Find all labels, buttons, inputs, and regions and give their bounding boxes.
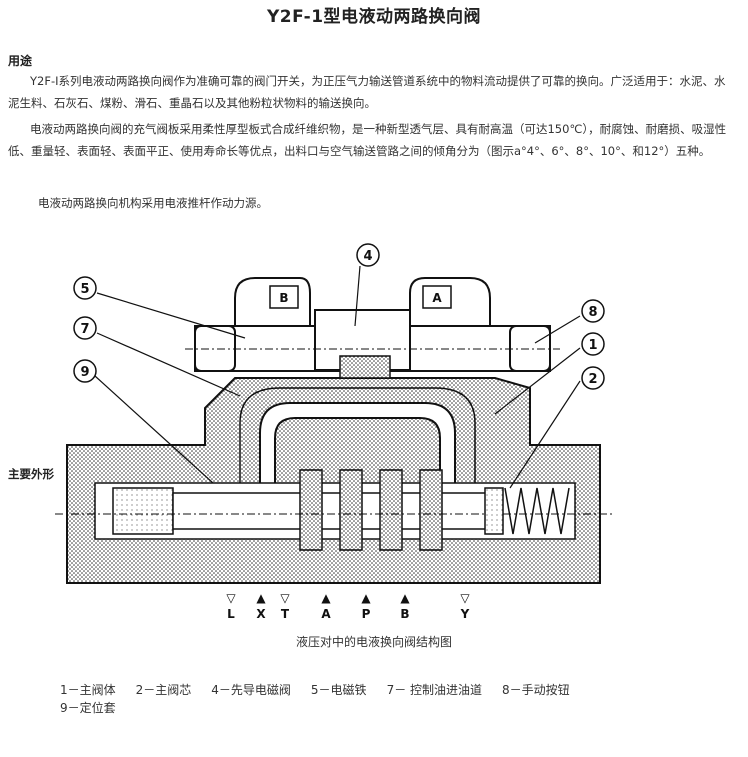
callout-leaders [94,265,581,489]
pilot-solenoid-valve: B A [185,277,560,379]
paragraph-1: Y2F-Ⅰ系列电液动两路换向阀作为准确可靠的阀门开关，为正压气力输送管道系统中的… [8,74,726,110]
legend-item: 5－电磁铁 [310,683,367,697]
port-t-marker: ▽ [280,591,290,605]
callout-5: 5 [80,282,89,297]
legend-item: 9－定位套 [60,701,116,715]
callout-8: 8 [588,305,597,320]
callout-7: 7 [80,322,89,337]
callout-9: 9 [80,365,89,380]
legend-item: 2－主阀芯 [135,683,192,697]
port-b-label: B [400,607,409,621]
port-x-marker: ▲ [256,591,266,605]
callout-1: 1 [588,338,597,353]
port-markers: ▽ L ▲ X ▽ T ▲ A ▲ P ▲ B ▽ Y [226,591,470,621]
legend-item: 8－手动按钮 [502,683,570,697]
page-title: Y2F-1型电液动两路换向阀 [266,7,482,27]
port-t-label: T [281,607,290,621]
port-x-label: X [256,607,266,621]
port-y-marker: ▽ [460,591,470,605]
main-valve-body [66,377,601,584]
valve-diagram: B A 4 5 7 9 8 1 2 ▽ L ▲ X ▽ T ▲ A [55,243,615,621]
paragraph-3: 电液动两路换向机构采用电液推杆作动力源。 [38,196,268,210]
legend-item: 1－主阀体 [60,683,116,697]
legend-item: 4－先导电磁阀 [211,683,291,697]
section-heading-usage: 用途 [8,54,33,68]
port-l-label: L [227,607,235,621]
solenoid-b-label: B [279,291,288,305]
callout-markers: 4 5 7 9 8 1 2 [73,243,605,390]
legend-item: 7－ 控制油进油道 [386,683,483,697]
port-p-marker: ▲ [361,591,371,605]
port-p-label: P [362,607,371,621]
parts-legend: 1－主阀体 2－主阀芯 4－先导电磁阀 5－电磁铁 7－ 控制油进油道 8－手动按钮 9－… [60,681,700,717]
port-a-label: A [321,607,331,621]
port-b-marker: ▲ [400,591,410,605]
port-y-label: Y [460,607,470,621]
figure-caption: 液压对中的电液换向阀结构图 [295,635,452,649]
callout-4: 4 [363,249,372,264]
figure-side-label: 主要外形 [8,467,54,481]
port-l-marker: ▽ [226,591,236,605]
solenoid-a-label: A [432,291,442,305]
main-spool [55,469,615,551]
port-a-marker: ▲ [321,591,331,605]
paragraph-2: 电液动两路换向阀的充气阀板采用柔性厚型板式合成纤维织物，是一种新型透气层、具有耐… [8,122,727,158]
callout-2: 2 [588,372,597,387]
